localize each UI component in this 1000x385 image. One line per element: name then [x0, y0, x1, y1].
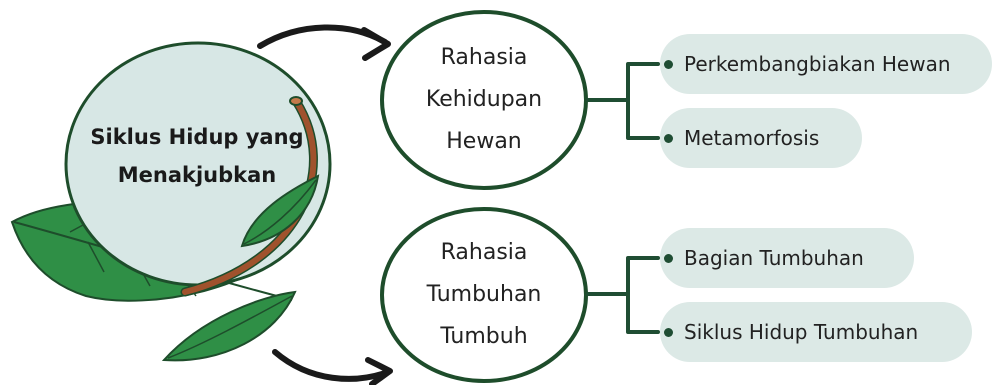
central-title-line-2: Menakjubkan	[117, 163, 277, 187]
topic-node-2	[380, 207, 588, 383]
arrow-top-icon	[257, 24, 391, 61]
topic-2-line-2: Tumbuhan	[426, 282, 542, 307]
topic-1-label: Rahasia Kehidupan Hewan	[384, 37, 584, 163]
topic-1-line-3: Hewan	[446, 129, 522, 154]
topic-1-line-1: Rahasia	[440, 45, 528, 70]
connector-dot	[664, 328, 673, 337]
connector-1	[586, 62, 660, 140]
topic-2-line-1: Rahasia	[440, 240, 528, 265]
leaf-small-right-icon	[240, 174, 320, 248]
subtopic-pill: Metamorfosis	[660, 108, 862, 168]
subtopic-label: Siklus Hidup Tumbuhan	[684, 320, 919, 344]
connector-dot	[664, 60, 673, 69]
central-title: Siklus Hidup yang Menakjubkan	[66, 118, 328, 194]
central-title-line-1: Siklus Hidup yang	[90, 125, 304, 149]
subtopic-pill: Perkembangbiakan Hewan	[660, 34, 992, 94]
topic-2-line-3: Tumbuh	[440, 324, 528, 349]
leaf-small-bottom-icon	[161, 290, 297, 362]
connector-2	[586, 256, 660, 334]
connector-dot	[664, 134, 673, 143]
subtopic-pill: Siklus Hidup Tumbuhan	[660, 302, 972, 362]
connector-dot	[664, 254, 673, 263]
subtopic-label: Perkembangbiakan Hewan	[684, 52, 951, 76]
topic-2-label: Rahasia Tumbuhan Tumbuh	[384, 232, 584, 358]
arrow-bottom-icon	[272, 349, 393, 385]
subtopic-pill: Bagian Tumbuhan	[660, 228, 914, 288]
topic-1-line-2: Kehidupan	[425, 87, 543, 112]
subtopic-label: Metamorfosis	[684, 126, 820, 150]
subtopic-label: Bagian Tumbuhan	[684, 246, 864, 270]
